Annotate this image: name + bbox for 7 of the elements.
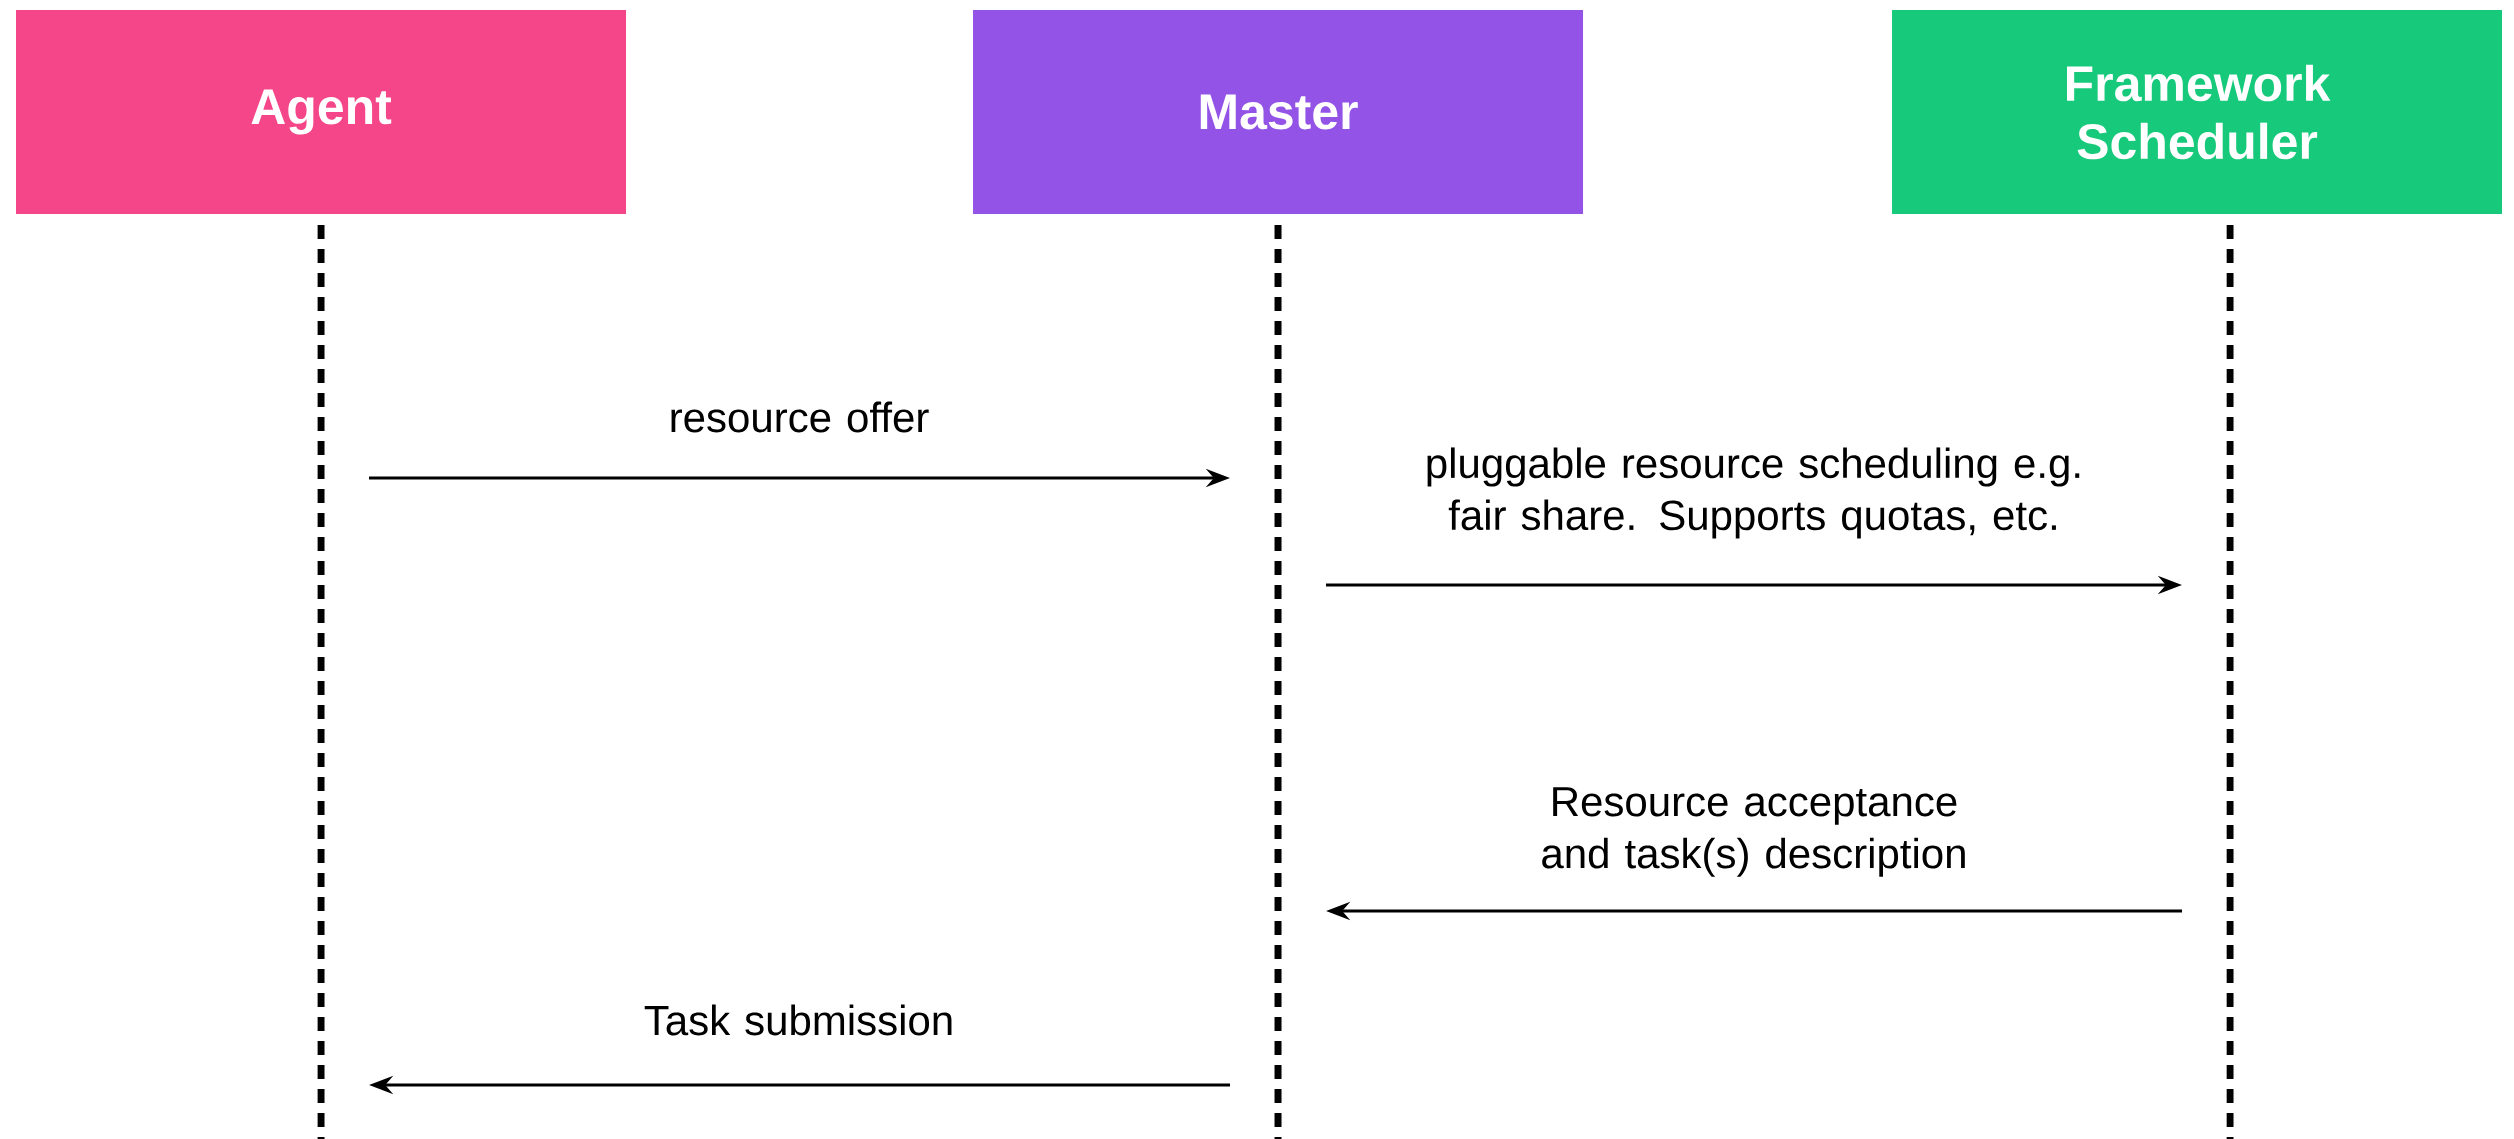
participant-box: Master xyxy=(973,10,1583,214)
edge-label: pluggable resource scheduling e.g. fair share. Supports quotas, etc. xyxy=(1427,447,2080,539)
participant-box: Agent xyxy=(16,10,626,214)
edge-label: Resource acceptance and task(s) description xyxy=(1542,787,1965,877)
edge-label: Task submission xyxy=(644,1004,952,1036)
edge-label: resource offer xyxy=(671,401,929,433)
participant-box: Framework Scheduler xyxy=(1892,10,2503,214)
